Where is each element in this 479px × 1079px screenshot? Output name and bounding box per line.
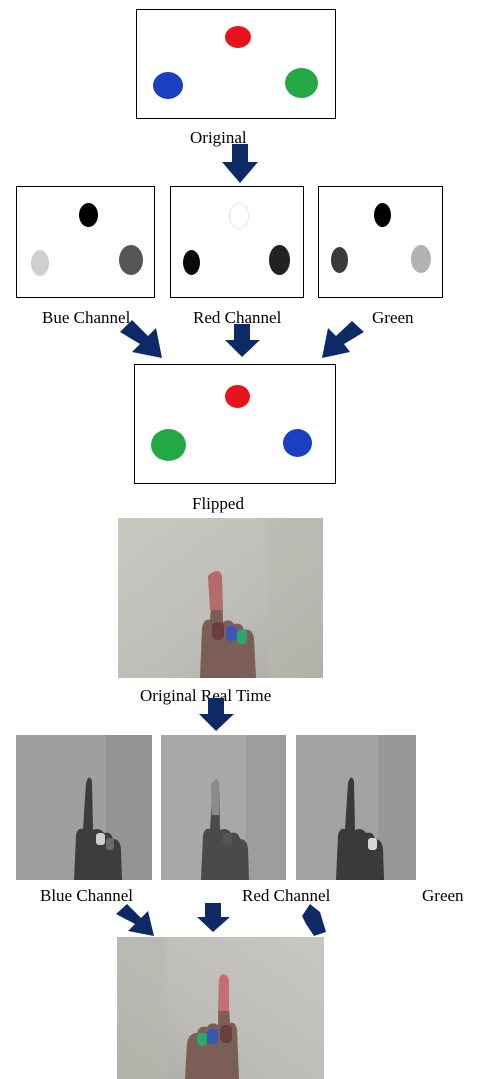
label-green-2: Green — [422, 886, 464, 905]
channel-dot — [79, 203, 98, 227]
original-image — [136, 9, 336, 119]
red-channel-image — [170, 186, 304, 298]
blue-channel-image — [16, 186, 155, 298]
red-channel-photo — [161, 735, 286, 880]
flipped-image — [134, 364, 336, 484]
arrow-down-icon — [197, 903, 230, 932]
green-channel-photo — [296, 735, 416, 880]
channel-dot — [229, 203, 249, 229]
label-blue-channel-2: Blue Channel — [40, 886, 134, 905]
label-original-real-time: Original Real Time — [140, 686, 272, 705]
arrow-diagonal-left-icon — [302, 904, 326, 936]
red-dot — [225, 26, 251, 48]
blue-channel-photo — [16, 735, 152, 880]
label-blue-channel-1: Bue Channel — [42, 308, 131, 327]
arrow-down-icon — [199, 698, 234, 731]
green-dot — [151, 429, 186, 461]
original-real-time-photo — [118, 518, 323, 678]
label-flipped: Flipped — [192, 494, 244, 513]
channel-dot — [331, 247, 348, 273]
label-red-channel-1: Red Channel — [193, 308, 282, 327]
blue-dot — [153, 72, 183, 99]
red-dot — [225, 385, 250, 408]
label-red-channel-2: Red Channel — [242, 886, 331, 905]
blue-dot — [283, 429, 312, 457]
green-channel-image — [318, 186, 443, 298]
label-green-1: Green — [372, 308, 414, 327]
channel-dot — [269, 245, 290, 275]
arrow-diagonal-left-icon — [322, 321, 364, 358]
channel-dot — [411, 245, 431, 273]
arrow-down-icon — [222, 144, 258, 183]
label-original: Original — [190, 128, 247, 147]
arrow-diagonal-right-icon — [116, 904, 154, 936]
channel-dot — [374, 203, 391, 227]
arrow-down-icon — [225, 324, 260, 357]
green-dot — [285, 68, 318, 98]
channel-dot — [119, 245, 143, 275]
channel-dot — [183, 250, 200, 275]
arrow-diagonal-right-icon — [120, 320, 162, 358]
flipped-real-time-photo — [117, 937, 324, 1079]
channel-dot — [31, 250, 49, 276]
